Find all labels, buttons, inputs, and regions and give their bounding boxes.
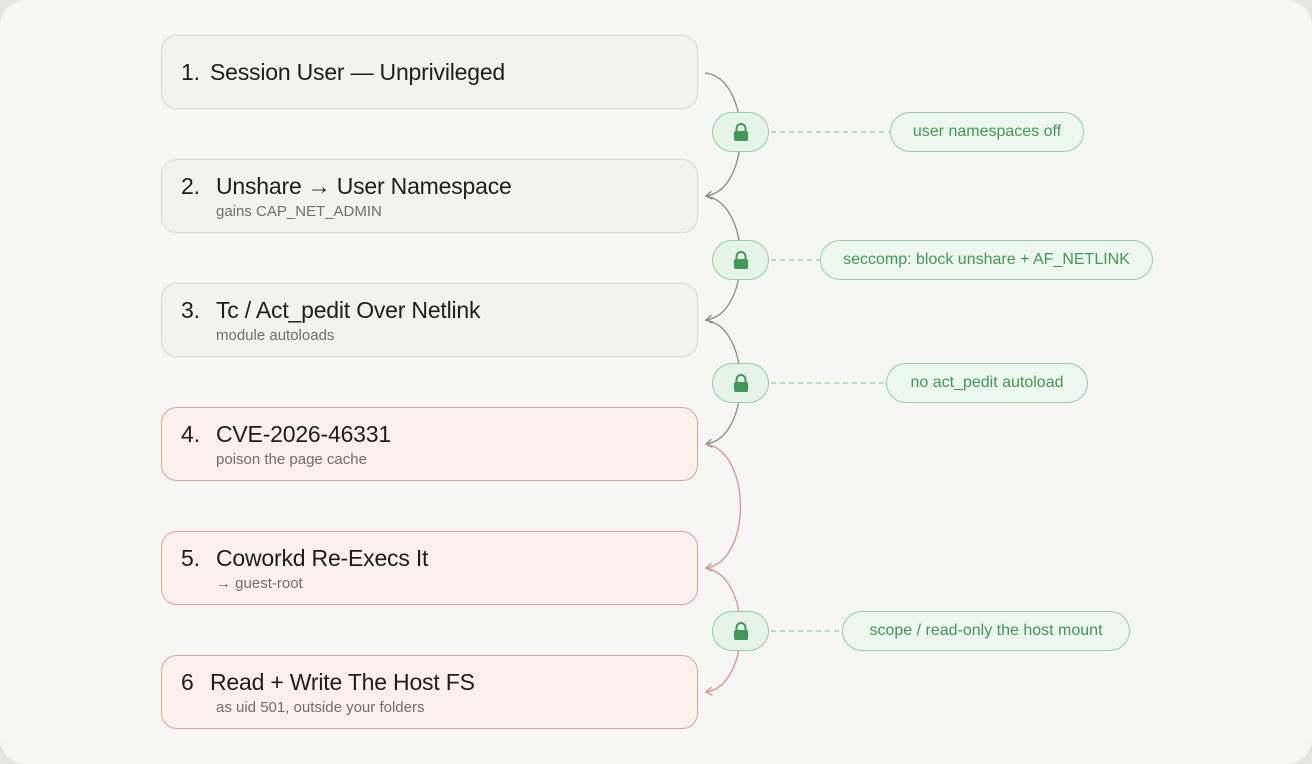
step-title: CVE-2026-46331	[216, 420, 391, 447]
lock-icon	[733, 123, 748, 141]
step-6: 6 Read + Write The Host FS as uid 501, o…	[161, 655, 698, 729]
lock-badge-4	[712, 611, 769, 651]
step-title: Unshare → User Namespace	[216, 172, 512, 199]
mitigation-pill-2: seccomp: block unshare + AF_NETLINK	[820, 240, 1153, 280]
step-number: 2.	[181, 172, 200, 199]
step-number: 1.	[181, 58, 200, 85]
lock-badge-1	[712, 112, 769, 152]
connector-4-5	[704, 443, 741, 572]
mitigation-pill-4: scope / read-only the host mount	[842, 611, 1130, 651]
step-4: 4. CVE-2026-46331 poison the page cache	[161, 407, 698, 481]
lock-icon	[733, 622, 748, 640]
mitigation-pill-3: no act_pedit autoload	[886, 363, 1088, 403]
lock-icon	[733, 374, 748, 392]
lock-badge-2	[712, 240, 769, 280]
step-number: 5.	[181, 544, 200, 571]
step-3: 3. Tc / Act_pedit Over Netlink module au…	[161, 283, 698, 357]
step-2: 2. Unshare → User Namespace gains CAP_NE…	[161, 159, 698, 233]
step-subtitle: gains CAP_NET_ADMIN	[216, 202, 382, 220]
mitigation-pill-1: user namespaces off	[890, 112, 1084, 152]
step-title: Tc / Act_pedit Over Netlink	[216, 296, 481, 323]
step-number: 3.	[181, 296, 200, 323]
lock-icon	[733, 251, 748, 269]
step-title: Read + Write The Host FS	[210, 668, 475, 695]
step-title: Session User — Unprivileged	[210, 58, 506, 85]
step-title: Coworkd Re-Execs It	[216, 544, 429, 571]
step-subtitle: → guest-root	[216, 574, 303, 592]
step-number: 4.	[181, 420, 200, 447]
step-number: 6	[181, 668, 194, 695]
lock-badge-3	[712, 363, 769, 403]
step-subtitle: as uid 501, outside your folders	[216, 698, 425, 716]
step-5: 5. Coworkd Re-Execs It → guest-root	[161, 531, 698, 605]
step-subtitle: module autoloads	[216, 326, 335, 344]
step-1: 1. Session User — Unprivileged	[161, 35, 698, 109]
step-subtitle: poison the page cache	[216, 450, 367, 468]
